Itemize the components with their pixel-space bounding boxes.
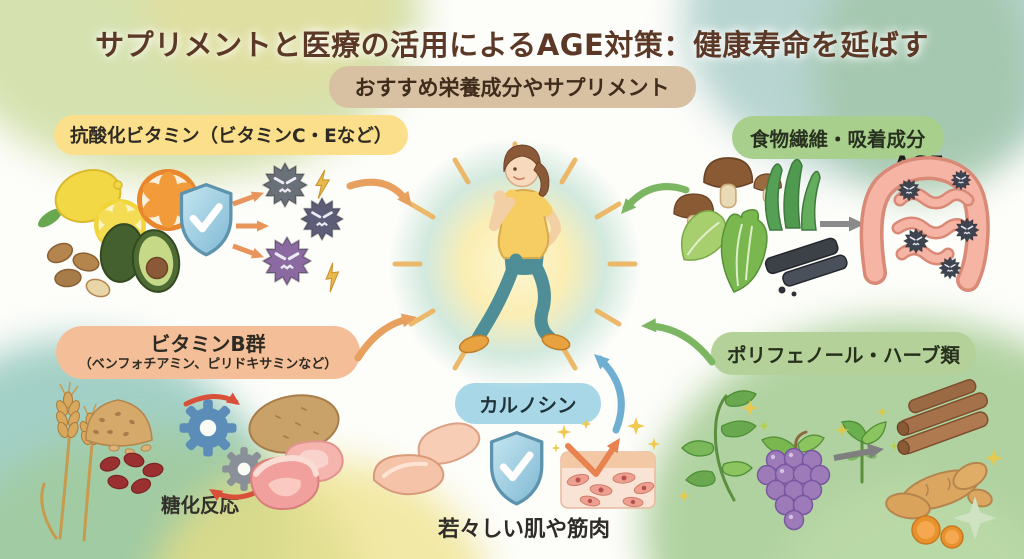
avocado-icon <box>99 223 181 293</box>
turmeric-slice-icon <box>911 515 964 549</box>
potato-icon <box>248 394 340 454</box>
vitamin-b-label: ビタミンB群 （ベンフォチアミン、ピリドキサミンなど） <box>56 326 360 379</box>
free-radical-icon <box>261 161 309 209</box>
sprout-icon <box>834 406 899 484</box>
vitamin-b-label-main: ビタミンB群 <box>150 332 266 356</box>
shield-check-icon <box>182 185 231 255</box>
cinnamon-icon <box>896 379 989 455</box>
carnosine-label: カルノシン <box>455 383 601 424</box>
arrow-antioxidant-to-center <box>346 178 412 207</box>
chicken-breast-icon <box>372 422 481 496</box>
free-radical-icon <box>261 235 313 287</box>
wheat-icon <box>40 381 102 542</box>
grain-pile-icon <box>85 399 153 456</box>
arrow-polyphenol-to-center <box>641 318 716 366</box>
lightning-icon <box>315 169 330 200</box>
skin-cross-section-icon <box>551 417 661 509</box>
arrow-carnosine-to-center <box>594 354 625 434</box>
polyphenol-illustration <box>677 379 1003 549</box>
youthful-skin-muscle-caption: 若々しい肌や筋肉 <box>438 517 611 542</box>
antioxidant-illustration <box>38 161 345 298</box>
charcoal-icon <box>764 237 848 297</box>
almonds-icon <box>46 242 111 298</box>
arrow-vitaminb-to-center <box>354 313 417 362</box>
sun-rays-icon <box>392 141 638 371</box>
decor-sparkle-icon <box>953 496 997 540</box>
arrow-fiber-to-center <box>621 183 690 214</box>
red-beans-icon <box>99 452 164 494</box>
tea-leaves-icon <box>677 390 770 503</box>
arrow-to-intestines <box>820 216 865 232</box>
shield-check-icon <box>492 433 542 504</box>
lightning-icon <box>323 261 342 293</box>
vitamin-b-label-sub: （ベンフォチアミン、ピリドキサミンなど） <box>78 357 338 372</box>
free-radical-icon <box>299 196 345 242</box>
vitamin-b-illustration <box>40 381 344 542</box>
walking-woman-illustration <box>458 144 571 354</box>
intestines-icon <box>859 155 990 292</box>
antioxidant-vitamins-label: 抗酸化ビタミン（ビタミンC・Eなど） <box>54 115 409 155</box>
glycation-reaction-text: 糖化反応 <box>161 494 240 517</box>
grapes-icon <box>756 430 831 531</box>
meat-icon <box>250 440 344 510</box>
sneaker-icon <box>458 333 571 354</box>
dietary-fiber-label: 食物繊維・吸着成分 <box>732 116 944 159</box>
leaf-icon <box>38 208 62 228</box>
polyphenol-herbs-label: ポリフェノール・ハーブ類 <box>711 332 976 375</box>
bounce-arrow-icon <box>565 438 620 477</box>
fiber-illustration <box>673 155 990 297</box>
subtitle-wrap: おすすめ栄養成分やサプリメント <box>0 66 1024 108</box>
carnosine-illustration <box>372 417 661 509</box>
page-title: サプリメントと医療の活用によるAGE対策：健康寿命を延ばす <box>95 28 929 62</box>
subtitle-badge: おすすめ栄養成分やサプリメント <box>328 66 696 108</box>
leafy-greens-icon <box>680 208 768 293</box>
neutralize-arrows-icon <box>232 191 269 259</box>
arrow-to-spices <box>833 443 884 461</box>
seaweed-icon <box>764 158 821 231</box>
